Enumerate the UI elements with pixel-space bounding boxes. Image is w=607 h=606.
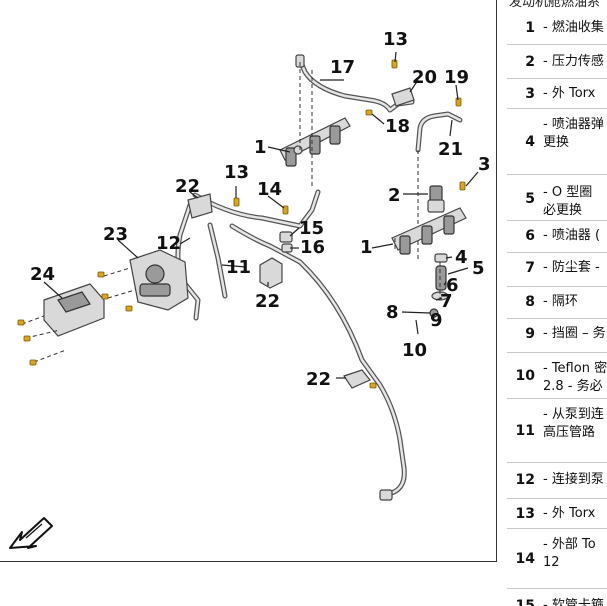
pump-cover-24 [43, 283, 105, 337]
legend-header: 发动机舱燃油系 [509, 0, 601, 10]
legend-item-text: - Teflon 密 2.8 - 务必 [543, 361, 607, 394]
legend-item-number: 9 [525, 326, 535, 342]
legend-item: 9 - 挡圈 – 务 [507, 320, 607, 353]
legend-item-text: - 挡圈 – 务 [543, 326, 606, 341]
callout-16: 16 [300, 237, 325, 258]
legend-item-number: 1 [525, 20, 535, 36]
legend-item-text: - 外部 To 12 [543, 537, 596, 570]
legend-item: 3 - 外 Torx [507, 80, 607, 109]
legend-item-number: 13 [515, 506, 535, 522]
legend-item-text: - 燃油收集 [543, 20, 604, 35]
callout-12: 12 [156, 233, 181, 254]
legend-item-number: 14 [515, 551, 535, 567]
legend-item-number: 10 [515, 368, 535, 384]
clamp-15-16 [279, 231, 293, 253]
callout-1-right: 1 [360, 237, 373, 258]
legend-item: 13 - 外 Torx [507, 500, 607, 529]
callout-11: 11 [226, 257, 251, 278]
callout-19: 19 [444, 67, 469, 88]
diagram-panel: 1 1 2 3 4 5 6 7 8 9 10 11 12 13 13 14 15… [0, 0, 497, 562]
legend-item-text: - 防尘套 - [543, 260, 600, 275]
bracket-22-left [187, 193, 213, 219]
legend-item-number: 8 [525, 294, 535, 310]
parts-legend: 发动机舱燃油系 1 - 燃油收集 2 - 压力传感 3 - 外 Torx 4 - 喷油器弹 更… [507, 0, 607, 606]
legend-item-number: 7 [525, 260, 535, 276]
legend-item-number: 2 [525, 54, 535, 70]
legend-item-number: 4 [525, 134, 535, 150]
pressure-sensor-2 [427, 185, 445, 213]
bracket-22-lower [343, 369, 371, 389]
legend-item-text: - 外 Torx [543, 506, 596, 521]
legend-item: 8 - 隔环 [507, 288, 607, 319]
direction-arrow-icon [9, 517, 53, 549]
callout-22-middle: 22 [255, 291, 280, 312]
callout-18: 18 [385, 116, 410, 137]
legend-item-number: 3 [525, 86, 535, 102]
callout-15: 15 [299, 218, 324, 239]
callout-10: 10 [402, 340, 427, 361]
legend-item: 1 - 燃油收集 [507, 14, 607, 45]
callout-17: 17 [330, 57, 355, 78]
legend-item-text: - 隔环 [543, 294, 578, 309]
callout-14: 14 [257, 179, 282, 200]
callout-5: 5 [472, 258, 485, 279]
legend-item: 7 - 防尘套 - [507, 254, 607, 287]
legend-item: 6 - 喷油器 ( [507, 222, 607, 253]
callout-9: 9 [430, 310, 443, 331]
pipe-21 [415, 111, 463, 153]
legend-item: 15 - 软管卡箍 [507, 592, 607, 606]
legend-item: 12 - 连接到泵 [507, 466, 607, 499]
legend-item: 4 - 喷油器弹 更换 [507, 110, 607, 175]
callout-1-upper: 1 [254, 137, 267, 158]
callout-24: 24 [30, 264, 55, 285]
legend-item-text: - 从泵到连 高压管路 [543, 407, 604, 440]
legend-item-text: - 外 Torx [543, 86, 596, 101]
legend-item-text: - 压力传感 [543, 54, 604, 69]
legend-item-text: - 喷油器弹 更换 [543, 117, 604, 150]
legend-item-text: - O 型圈 必更换 [543, 185, 593, 218]
callout-22-lower: 22 [306, 369, 331, 390]
legend-item-text: - 喷油器 ( [543, 228, 601, 243]
legend-item-text: - 连接到泵 [543, 472, 604, 487]
callout-4: 4 [455, 247, 468, 268]
legend-item-number: 5 [525, 191, 535, 207]
legend-item: 5 - O 型圈 必更换 [507, 178, 607, 221]
legend-item: 11 - 从泵到连 高压管路 [507, 400, 607, 463]
connector-20 [391, 87, 415, 107]
legend-item-number: 6 [525, 228, 535, 244]
callout-22-left: 22 [175, 176, 200, 197]
callout-2: 2 [388, 185, 401, 206]
legend-item: 14 - 外部 To 12 [507, 530, 607, 589]
fuel-rail-upper [279, 117, 351, 167]
callout-6: 6 [446, 275, 459, 296]
high-pressure-line-17 [295, 54, 415, 113]
callout-3: 3 [478, 154, 491, 175]
legend-item-text: - 软管卡箍 [543, 598, 604, 606]
long-supply-line [229, 223, 407, 501]
callout-13-middle: 13 [224, 162, 249, 183]
hp-fuel-pump-23 [129, 249, 189, 311]
callout-8: 8 [386, 302, 399, 323]
fuel-rail-right [391, 207, 467, 255]
legend-item: 10 - Teflon 密 2.8 - 务必 [507, 354, 607, 399]
callout-13-top: 13 [383, 29, 408, 50]
callout-21: 21 [438, 139, 463, 160]
callout-23: 23 [103, 224, 128, 245]
bracket-22-middle [259, 257, 283, 289]
bolts [17, 59, 466, 389]
exploded-parts-diagram: 1 1 2 3 4 5 6 7 8 9 10 11 12 13 13 14 15… [9, 29, 491, 549]
callout-7: 7 [440, 291, 453, 312]
legend-item: 2 - 压力传感 [507, 48, 607, 79]
legend-item-number: 11 [515, 423, 535, 439]
callout-20: 20 [412, 67, 437, 88]
legend-item-number: 15 [515, 598, 535, 606]
legend-item-number: 12 [515, 472, 535, 488]
